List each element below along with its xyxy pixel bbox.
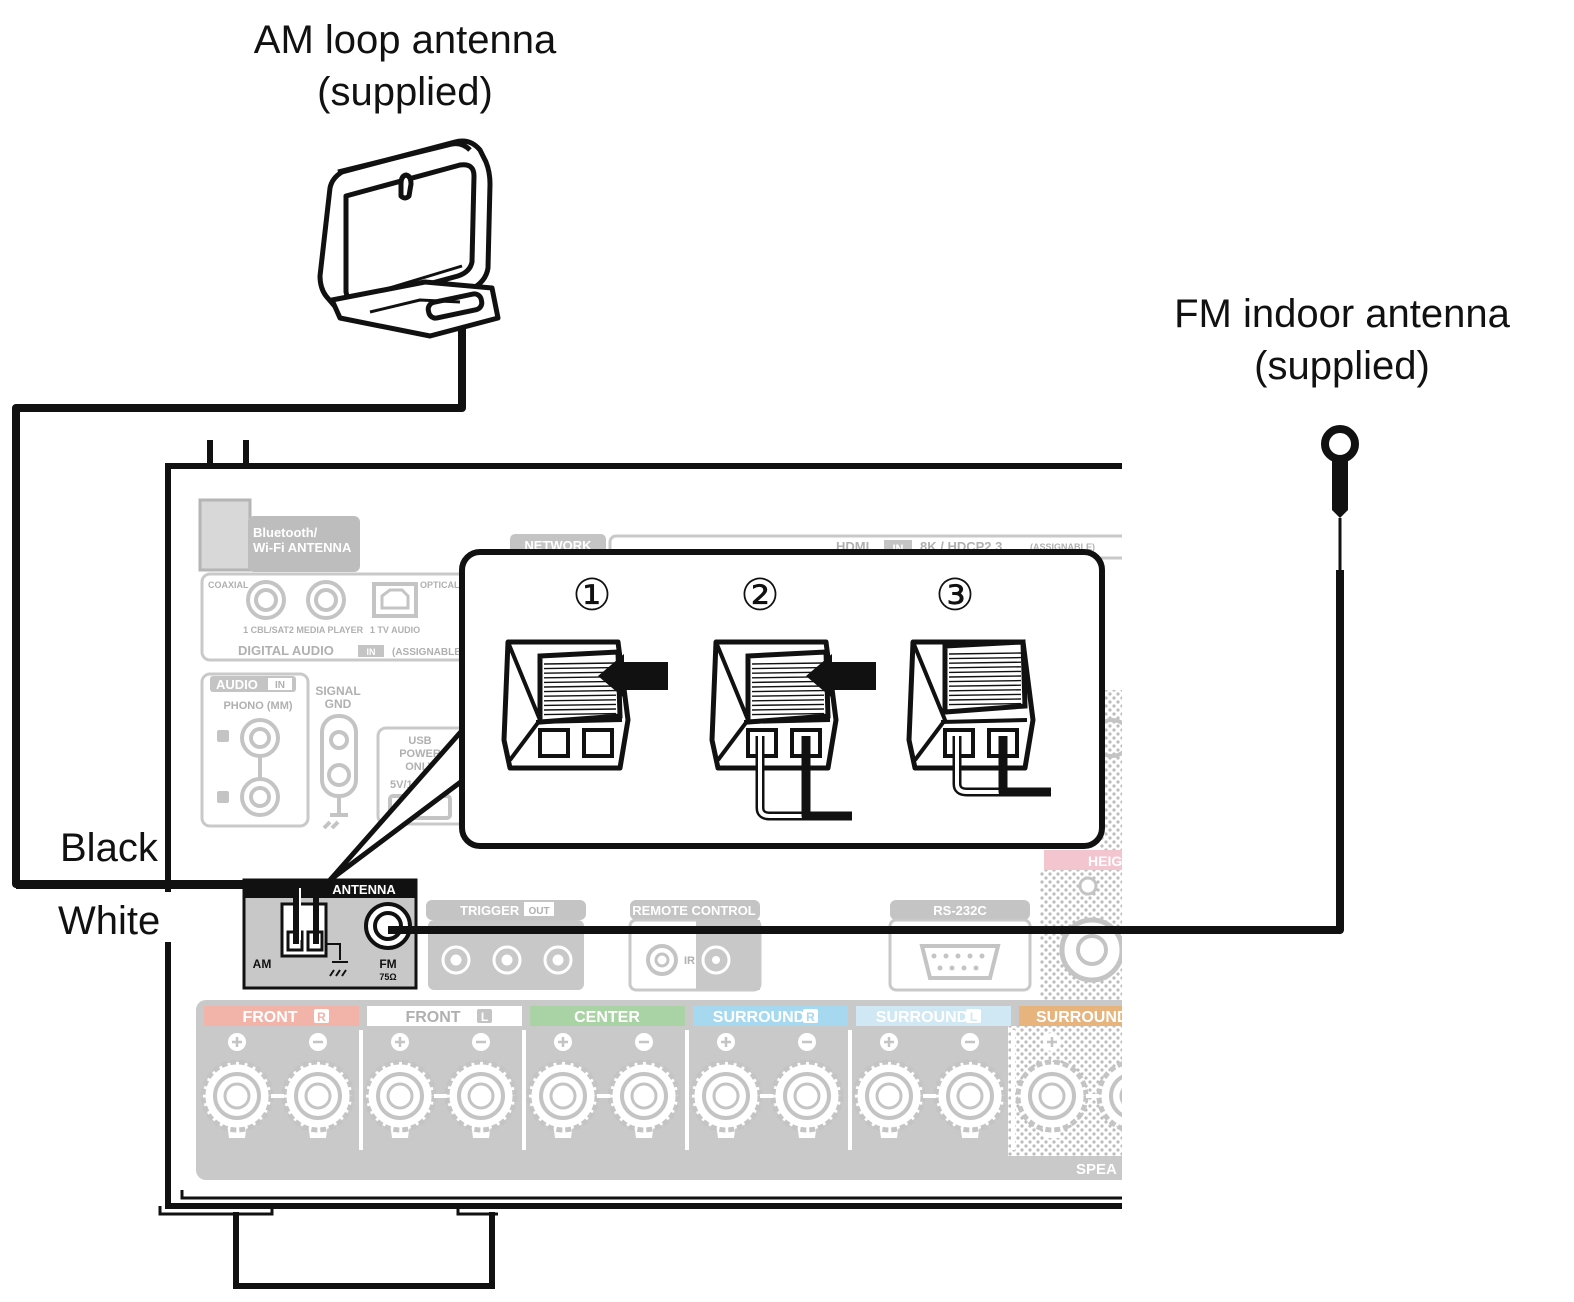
speaker-terminal <box>444 1033 518 1138</box>
speaker-terminal <box>607 1033 681 1138</box>
audio-label: AUDIO <box>216 677 258 692</box>
ir-label: IR <box>684 955 695 967</box>
fm-antenna-title: FM indoor antenna <box>1174 292 1511 336</box>
trigger-out-label: OUT <box>528 906 549 917</box>
fm-indoor-antenna <box>388 425 1359 934</box>
channel-label: SURROUND <box>713 1009 805 1026</box>
speaker-terminal <box>933 1033 1007 1138</box>
rs232c-label: RS-232C <box>933 903 987 918</box>
step-3-number: ③ <box>935 570 974 621</box>
phono-label: PHONO (MM) <box>223 700 292 712</box>
clamp-step-2 <box>709 639 876 821</box>
trigger-label: TRIGGER <box>460 903 520 918</box>
channel-side: R <box>806 1010 815 1024</box>
digital-in-label: IN <box>367 647 376 657</box>
speakers-label: SPEA <box>1076 1161 1117 1178</box>
channel-label: SURROUND <box>876 1009 968 1026</box>
am-terminal-label: AM <box>253 957 272 971</box>
clamp-step-3 <box>906 639 1051 797</box>
channel-label: SURROUND BA <box>1036 1009 1156 1026</box>
channel-2: FRONT L <box>359 1006 522 1150</box>
speaker-terminal <box>770 1033 844 1138</box>
remote-control-label: REMOTE CONTROL <box>632 903 756 918</box>
optical-1-label: 1 TV AUDIO <box>370 625 420 635</box>
white-wire-label: White <box>58 899 160 943</box>
usb-label-4: 5V/1 <box>390 779 413 791</box>
usb-label-1: USB <box>408 735 431 747</box>
channel-side: R <box>317 1010 326 1024</box>
channel-label: FRONT <box>405 1009 460 1026</box>
step-1-number: ① <box>572 570 611 621</box>
coaxial-label: COAXIAL <box>208 580 249 590</box>
channel-side: L <box>970 1010 977 1024</box>
optical-label: OPTICAL <box>420 580 460 590</box>
height-label: HEIG <box>1088 853 1122 869</box>
am-loop-antenna <box>317 138 501 339</box>
audio-in-label: IN <box>275 680 285 691</box>
speaker-terminal <box>281 1033 355 1138</box>
fm-antenna-subtitle: (supplied) <box>1254 344 1430 388</box>
speaker-terminal <box>1096 1061 1122 1131</box>
signal-gnd-label-1: SIGNAL <box>315 684 360 698</box>
channel-1: FRONT R <box>204 1006 359 1026</box>
antenna-terminal: ANTENNA AM FM 75Ω <box>242 878 418 990</box>
coax-2-label: 2 MEDIA PLAYER <box>289 625 364 635</box>
usb-label-2: POWER <box>399 748 441 760</box>
antenna-label: ANTENNA <box>332 882 396 897</box>
hdmi-assignable-label: (ASSIGNABLE) <box>1030 542 1095 552</box>
digital-audio-label: DIGITAL AUDIO <box>238 643 334 658</box>
fm-ohm-label: 75Ω <box>379 972 396 982</box>
fm-terminal-label: FM <box>379 957 396 971</box>
clamp-step-1 <box>501 639 668 771</box>
signal-gnd-label-2: GND <box>325 697 352 711</box>
speaker-terminal <box>526 1033 600 1138</box>
push-arrow-icon <box>598 654 668 698</box>
push-arrow-icon <box>806 654 876 698</box>
receiver-rear-panel: Bluetooth/ Wi-Fi ANTENNA NETWORK HDMI IN… <box>165 463 1156 1209</box>
channel-label: FRONT <box>242 1009 297 1026</box>
channel-side: L <box>481 1010 488 1024</box>
coax-1-label: 1 CBL/SAT <box>243 625 289 635</box>
black-wire-label: Black <box>60 826 159 870</box>
am-antenna-subtitle: (supplied) <box>317 70 493 114</box>
digital-assignable-label: (ASSIGNABLE) <box>392 647 464 658</box>
channel-3: CENTER <box>522 1006 685 1150</box>
am-antenna-title: AM loop antenna <box>254 18 557 62</box>
bt-antenna-label-2: Wi-Fi ANTENNA <box>253 540 352 555</box>
step-2-number: ② <box>740 570 779 621</box>
channel-label: CENTER <box>574 1009 640 1026</box>
steps-callout: ① ② ③ <box>459 549 1105 849</box>
bt-antenna-label-1: Bluetooth/ <box>253 525 318 540</box>
channel-6: SURROUND BA <box>1011 1006 1156 1150</box>
